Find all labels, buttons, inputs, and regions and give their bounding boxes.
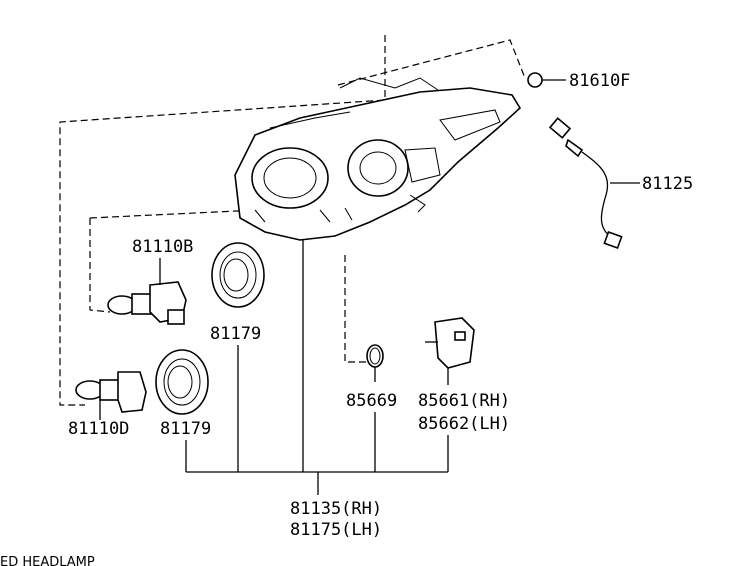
label-81110b: 81110B — [132, 237, 193, 257]
diagram-caption: ED HEADLAMP — [0, 555, 95, 566]
headlamp-assembly-drawing — [234, 77, 522, 241]
bulb-81110d-drawing — [75, 371, 147, 420]
label-81179-upper: 81179 — [210, 324, 261, 344]
motor-85661-drawing — [425, 317, 475, 385]
bulb-81110b-drawing — [107, 258, 187, 325]
label-81125: 81125 — [642, 174, 693, 194]
label-81175-lh: 81175(LH) — [290, 520, 382, 540]
leader-bracket-lines — [185, 240, 449, 495]
wire-81125-drawing — [548, 117, 640, 250]
label-85662-lh: 85662(LH) — [418, 414, 510, 434]
label-85669: 85669 — [346, 391, 397, 411]
ring-85669-drawing — [366, 344, 384, 382]
cover-81179-lower-drawing — [155, 349, 209, 415]
label-81110d: 81110D — [68, 419, 129, 439]
dashed-reference-lines — [59, 35, 526, 406]
socket-81610f-drawing — [527, 72, 566, 88]
label-81179-lower: 81179 — [160, 419, 211, 439]
label-81610f: 81610F — [569, 71, 630, 91]
label-81135-rh: 81135(RH) — [290, 499, 382, 519]
cover-81179-upper-drawing — [211, 242, 265, 308]
label-85661-rh: 85661(RH) — [418, 391, 510, 411]
